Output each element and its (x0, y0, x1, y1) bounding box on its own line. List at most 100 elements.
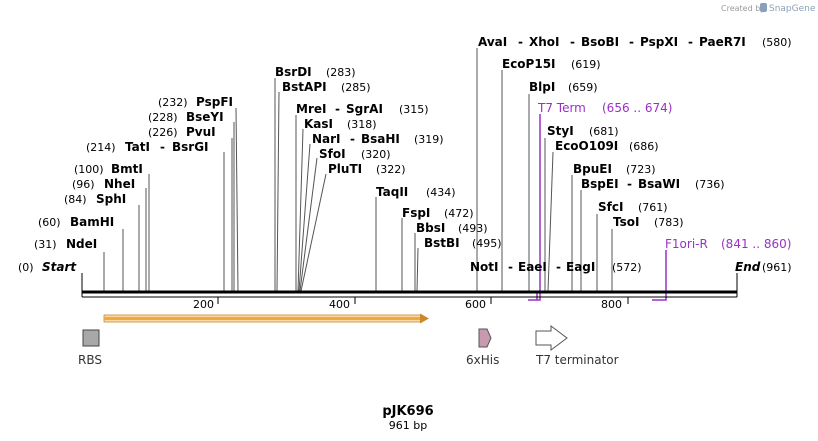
bspei-sep: - (627, 177, 632, 191)
t7term-primer-icon (528, 114, 541, 301)
site-bmti[interactable]: BmtI (111, 162, 143, 176)
mrei-position: (315) (399, 103, 429, 116)
f1ori-primer-icon (652, 250, 667, 301)
site-bsawi[interactable]: BsaWI (638, 177, 680, 191)
xhoi-sep: - (570, 35, 575, 49)
plasmid-length: 961 bp (389, 419, 427, 432)
bamhi-position: (60) (38, 216, 61, 229)
rbs-box-icon[interactable] (82, 329, 100, 347)
site-fspi[interactable]: FspI (402, 206, 430, 220)
nari-line (298, 143, 311, 292)
bsrdi-position: (283) (326, 66, 356, 79)
ecoo109i-position: (686) (629, 140, 659, 153)
site-xhoi[interactable]: XhoI (529, 35, 560, 49)
end-position: (961) (762, 261, 792, 274)
pluti-position: (322) (376, 163, 406, 176)
site-nari[interactable]: NarI (312, 132, 341, 146)
site-ndei[interactable]: NdeI (66, 237, 97, 251)
site-sgrai[interactable]: SgrAI (346, 102, 383, 116)
site-bbsi[interactable]: BbsI (416, 221, 445, 235)
plasmid-title: pJK696 (382, 404, 433, 419)
site-pluti[interactable]: PluTI (328, 162, 362, 176)
pluti-line (300, 173, 327, 292)
site-pvui[interactable]: PvuI (186, 125, 216, 139)
site-bsobi[interactable]: BsoBI (581, 35, 619, 49)
tick-200: 200 (193, 298, 214, 311)
site-ecop15i[interactable]: EcoP15I (502, 57, 556, 71)
site-bamhi[interactable]: BamHI (70, 215, 114, 229)
avai-sep: - (518, 35, 523, 49)
site-styi[interactable]: StyI (547, 124, 574, 138)
tick-400: 400 (329, 298, 350, 311)
site-noti[interactable]: NotI (470, 260, 499, 274)
site-tati[interactable]: TatI (125, 140, 150, 154)
site-eaei[interactable]: EaeI (518, 260, 547, 274)
site-mrei[interactable]: MreI (296, 102, 326, 116)
bmti-position: (100) (74, 163, 104, 176)
feature-rbs-label: RBS (78, 353, 102, 367)
styi-position: (681) (589, 125, 619, 138)
site-sfoi[interactable]: SfoI (319, 147, 346, 161)
taqii-position: (434) (426, 186, 456, 199)
nhei-position: (96) (72, 178, 95, 191)
primer-f1ori-range: (841 .. 860) (721, 237, 791, 251)
ruler-ticks (217, 297, 629, 304)
sfci-position: (761) (638, 201, 668, 214)
tick-800: 800 (601, 298, 622, 311)
site-bsrgi[interactable]: BsrGI (172, 140, 209, 154)
sphi-position: (84) (64, 193, 87, 206)
feature-6xhis-label: 6xHis (466, 353, 499, 367)
site-bsrdi[interactable]: BsrDI (275, 65, 312, 79)
pspfi-line (235, 107, 239, 292)
site-paer7i[interactable]: PaeR7I (699, 35, 746, 49)
snapgene-brand: SnapGene (769, 4, 816, 14)
eaei-sep: - (556, 260, 561, 274)
site-avai[interactable]: AvaI (478, 35, 507, 49)
site-taqii[interactable]: TaqII (376, 185, 408, 199)
site-bsahi[interactable]: BsaHI (361, 132, 400, 146)
tick-600: 600 (465, 298, 486, 311)
bstbi-position: (495) (472, 237, 502, 250)
primer-t7term[interactable]: T7 Term (537, 101, 586, 115)
tsoi-position: (783) (654, 216, 684, 229)
site-bseyi[interactable]: BseYI (186, 110, 224, 124)
ndei-position: (31) (34, 238, 57, 251)
site-bstbi[interactable]: BstBI (424, 236, 460, 250)
site-bstapi[interactable]: BstAPI (282, 80, 327, 94)
bstapi-line (276, 91, 280, 292)
site-sphi[interactable]: SphI (96, 192, 126, 206)
his-tag-pentagon-arrow-icon[interactable] (478, 328, 492, 348)
primer-t7term-range: (656 .. 674) (602, 101, 672, 115)
site-bpuei[interactable]: BpuEI (573, 162, 612, 176)
site-leader-lines (103, 48, 613, 292)
site-sfci[interactable]: SfcI (598, 200, 623, 214)
orf-arrow-icon[interactable] (103, 313, 429, 324)
pspxi-sep: - (688, 35, 693, 49)
bbsi-position: (493) (458, 222, 488, 235)
mrei-sep: - (335, 102, 340, 116)
tati-position: (214) (86, 141, 116, 154)
site-ecoo109i[interactable]: EcoO109I (555, 139, 618, 153)
primer-f1ori[interactable]: F1ori-R (665, 237, 708, 251)
site-tsoi[interactable]: TsoI (613, 215, 639, 229)
site-eagi[interactable]: EagI (566, 260, 595, 274)
site-kasi[interactable]: KasI (304, 117, 333, 131)
bstbi-line (416, 247, 419, 292)
sfoi-line (299, 157, 318, 292)
noti-sep: - (508, 260, 513, 274)
start-label: Start (42, 260, 77, 274)
bstapi-position: (285) (341, 81, 371, 94)
site-nhei[interactable]: NheI (104, 177, 135, 191)
site-pspfi[interactable]: PspFI (196, 95, 233, 109)
bpuei-position: (723) (626, 163, 656, 176)
kasi-position: (318) (347, 118, 377, 131)
site-pspxi[interactable]: PspXI (640, 35, 678, 49)
site-blpi[interactable]: BlpI (529, 80, 555, 94)
bspei-position: (736) (695, 178, 725, 191)
site-bspei[interactable]: BspEI (581, 177, 619, 191)
nari-sep: - (350, 132, 355, 146)
ecoo109i-line (547, 151, 554, 292)
t7-terminator-outline-arrow-icon[interactable] (535, 325, 568, 351)
